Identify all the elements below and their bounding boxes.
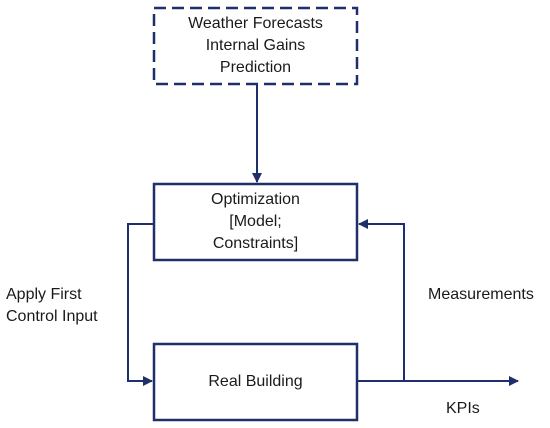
kpis-label: KPIs	[446, 400, 480, 417]
building-text: Real Building	[154, 344, 357, 420]
building-label: Real Building	[208, 373, 303, 390]
forecast-text: Weather Forecasts Internal Gains Predict…	[154, 8, 357, 84]
apply-line-1: Apply First	[6, 286, 82, 303]
optimization-text: Optimization [Model; Constraints]	[154, 184, 357, 260]
forecast-box	[152, 6, 359, 86]
optimization-line-2: [Model;	[229, 213, 282, 230]
optimization-line-1: Optimization	[211, 191, 300, 208]
measurements-arrow	[357, 219, 405, 382]
control-input-arrow	[127, 223, 154, 386]
apply-line-2: Control Input	[6, 308, 98, 325]
forecast-line-3: Prediction	[219, 59, 292, 76]
optimization-line-3: Constraints]	[212, 235, 299, 252]
optimization-box	[152, 182, 359, 262]
forecast-line-2: Internal Gains	[205, 37, 306, 54]
forecast-line-1: Weather Forecasts	[188, 15, 323, 32]
apply-control-label: Apply First Control Input	[6, 284, 98, 328]
measurements-label: Measurements	[428, 286, 534, 303]
